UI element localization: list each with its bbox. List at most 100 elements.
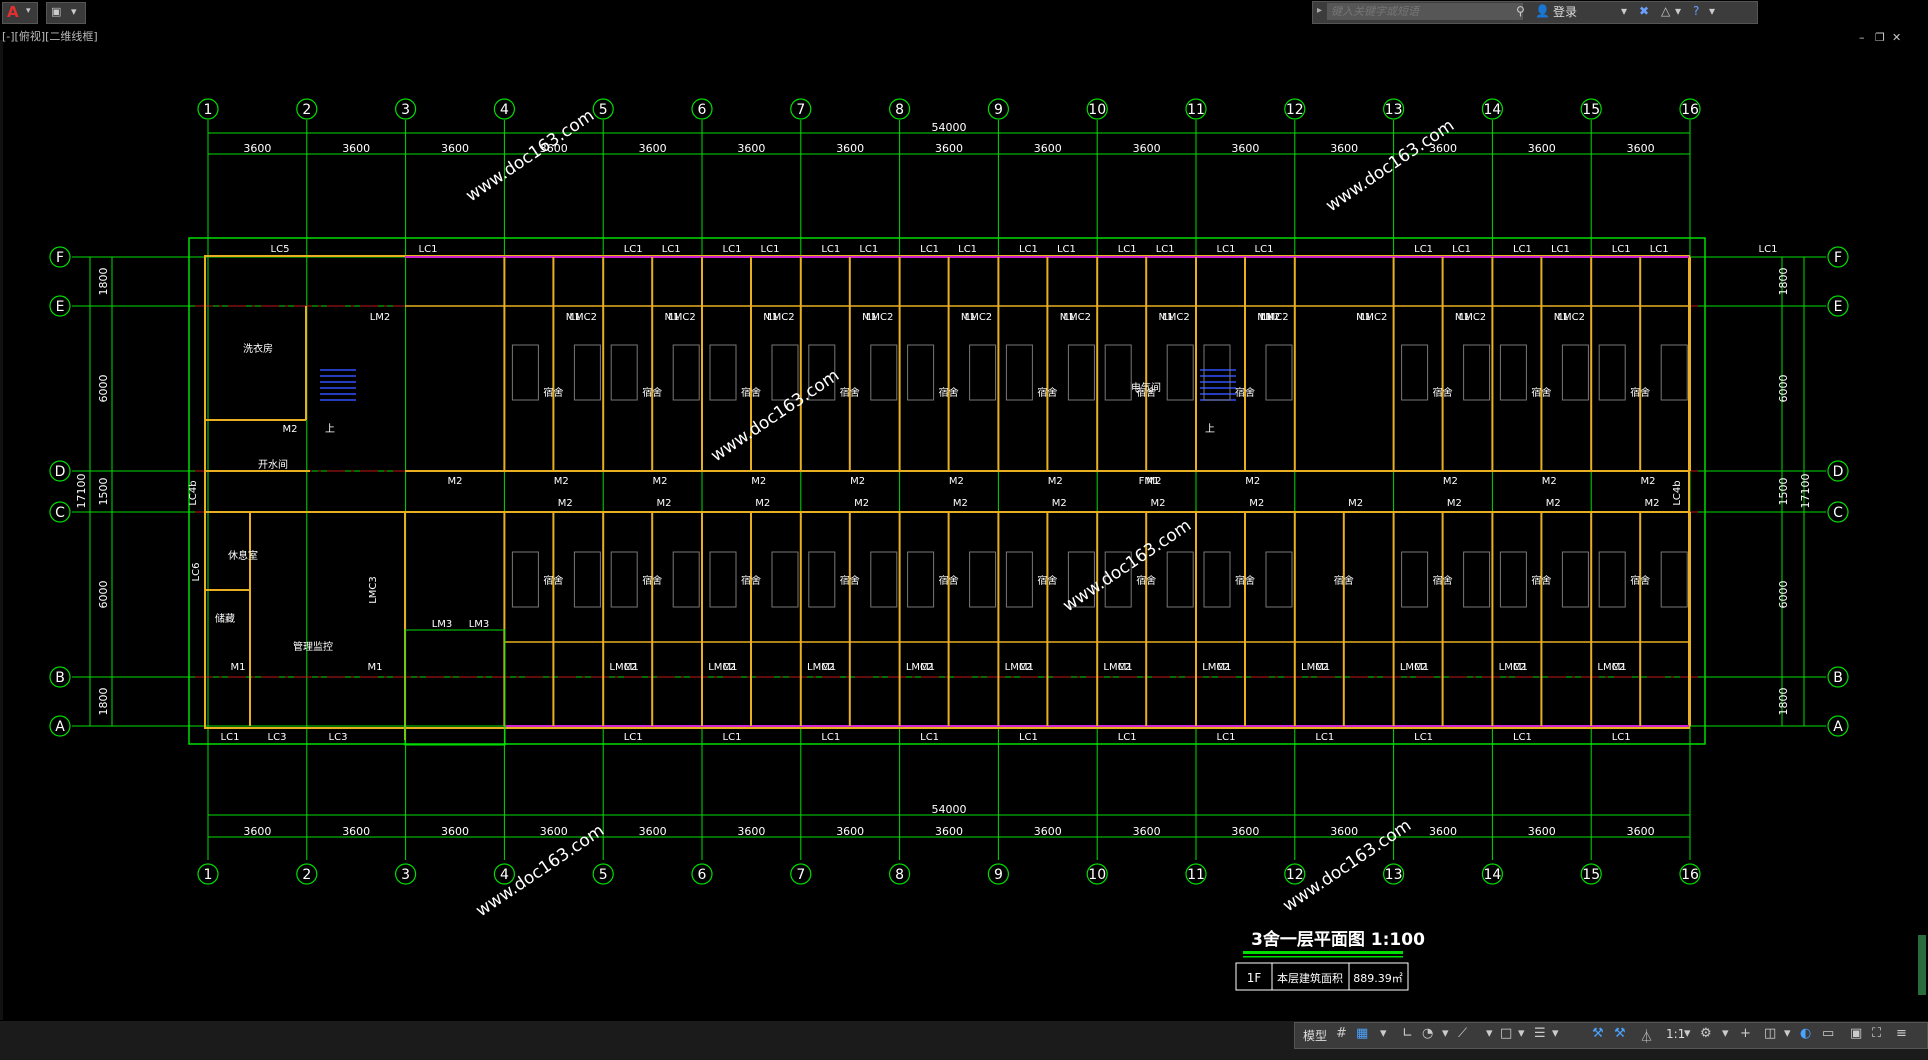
window-tag-lc1: LC1 <box>1612 732 1631 743</box>
autodesk-a360-icon[interactable]: △ <box>1661 4 1671 18</box>
bed <box>1104 344 1132 401</box>
window-tag-lc1: LC1 <box>723 732 742 743</box>
hardware-acceleration-icon[interactable]: ◐ <box>1800 1026 1812 1041</box>
workspace-icon[interactable]: ▣ <box>51 5 62 18</box>
bed <box>709 551 737 608</box>
chevron-down-icon[interactable]: ▾ <box>1709 4 1716 18</box>
door-tag-m2: M2 <box>1151 498 1166 509</box>
window-tag-lmc2: LMC2 <box>807 662 835 673</box>
chevron-down-icon[interactable]: ▾ <box>71 5 77 18</box>
exchange-icon[interactable]: ✖ <box>1639 4 1650 18</box>
binoculars-icon[interactable]: ⚲ <box>1516 4 1525 18</box>
bay-dimension: 3600 <box>243 142 271 155</box>
axis-label-row-A: A <box>55 719 65 735</box>
axis-bubble <box>987 863 1010 885</box>
window-tag-lc1: LC1 <box>920 244 939 255</box>
drawing-canvas[interactable]: 1122334455667788991010111112121313141415… <box>0 24 1928 1020</box>
snap-mode-icon[interactable]: ▦ <box>1356 1026 1369 1041</box>
quick-properties-icon[interactable]: ▣ <box>1850 1026 1863 1041</box>
restore-icon[interactable]: ❐ <box>1875 31 1885 44</box>
bay-dimension: 3600 <box>1133 142 1161 155</box>
bed <box>709 344 737 401</box>
annotation-scale-icon[interactable]: ⏃ <box>1640 1030 1654 1045</box>
axis-bubble <box>1580 863 1602 885</box>
navigation-bar-scroll[interactable] <box>1918 935 1926 995</box>
bay-dimension: 3600 <box>737 142 765 155</box>
room-label-dorm: 宿舍 <box>1433 386 1453 399</box>
axis-label-col-16: 16 <box>1681 102 1699 118</box>
right-dimension: 1800 <box>1777 688 1790 716</box>
isolate-objects-icon[interactable]: ◫ <box>1764 1026 1777 1041</box>
login-button[interactable]: 登录 <box>1553 5 1578 19</box>
minimize-icon[interactable]: – <box>1859 31 1865 44</box>
grid-display-icon[interactable]: # <box>1336 1026 1347 1041</box>
isodraft-icon[interactable]: ⟋ <box>1458 1026 1468 1041</box>
auto-scale-icon[interactable]: ⚒ <box>1614 1026 1626 1041</box>
annotation-scale-value[interactable]: 1:1 <box>1666 1027 1686 1041</box>
axis-label-col-6: 6 <box>698 867 707 883</box>
door-tag-m1: M1 <box>368 662 383 673</box>
room-label-dorm: 宿舍 <box>939 386 959 399</box>
axis-bubble <box>888 863 911 885</box>
bed <box>1660 344 1688 401</box>
room-label-dorm: 宿舍 <box>642 386 662 399</box>
model-space-button[interactable]: 模型 <box>1303 1029 1328 1043</box>
application-menu-button[interactable]: A ▾ <box>2 2 38 24</box>
chevron-down-icon[interactable]: ▾ <box>1784 1026 1791 1041</box>
door-tag-m2: M2 <box>283 424 298 435</box>
room-label-mgmt: 管理监控 <box>293 640 333 653</box>
axis-label-col-2: 2 <box>302 867 311 883</box>
clean-screen-icon[interactable]: ▭ <box>1822 1026 1835 1041</box>
room-label-laundry: 洗衣房 <box>243 342 273 355</box>
door-tag-m1: M1 <box>920 662 935 673</box>
viewport-controls[interactable]: [-][俯视][二维线框] <box>2 30 98 43</box>
fullscreen-icon[interactable]: ⛶ <box>1872 1026 1882 1041</box>
door-tag-m2: M2 <box>1147 476 1162 487</box>
chevron-down-icon[interactable]: ▾ <box>1442 1026 1449 1041</box>
chevron-down-icon[interactable]: ▾ <box>1621 4 1628 18</box>
annotation-visibility-icon[interactable]: ⚒ <box>1592 1026 1604 1041</box>
room-label-dorm: 宿舍 <box>1433 574 1453 587</box>
lineweight-icon[interactable]: ☰ <box>1534 1026 1546 1041</box>
room-label-dorm: 宿舍 <box>1235 574 1255 587</box>
bay-dimension: 3600 <box>243 825 271 838</box>
window-tag-lmc3: LMC3 <box>368 576 379 604</box>
bed <box>1499 344 1527 401</box>
bay-dimension: 3600 <box>1034 825 1062 838</box>
axis-bubble <box>296 98 318 120</box>
chevron-down-icon[interactable]: ▾ <box>1684 1026 1691 1041</box>
quick-access-toolbar[interactable]: ▣ ▾ <box>46 2 86 24</box>
door-tag-m1: M1 <box>1315 662 1330 673</box>
door-tag-m1: M1 <box>1257 312 1272 323</box>
window-tag-lc1: LC1 <box>221 732 240 743</box>
add-icon[interactable]: + <box>1740 1026 1751 1041</box>
object-snap-icon[interactable]: □ <box>1500 1026 1513 1041</box>
bed <box>1265 551 1293 608</box>
close-icon[interactable]: ✕ <box>1892 31 1902 44</box>
user-icon[interactable]: 👤 <box>1535 4 1550 18</box>
polar-tracking-icon[interactable]: ◔ <box>1422 1026 1434 1041</box>
chevron-down-icon[interactable]: ▾ <box>1486 1026 1493 1041</box>
axis-label-row-B: B <box>55 670 65 686</box>
axis-bubble <box>493 98 515 120</box>
ortho-mode-icon[interactable]: ∟ <box>1402 1026 1413 1041</box>
axis-bubble <box>49 715 71 737</box>
window-tag-lm3: LM3 <box>469 619 490 630</box>
search-input[interactable] <box>1327 3 1523 20</box>
chevron-down-icon[interactable]: ▾ <box>1380 1026 1387 1041</box>
axis-bubble <box>790 863 812 885</box>
chevron-down-icon[interactable]: ▾ <box>1518 1026 1525 1041</box>
door-tag-m2: M2 <box>751 476 766 487</box>
chevron-down-icon[interactable]: ▾ <box>1722 1026 1729 1041</box>
help-icon[interactable]: ? <box>1693 4 1700 18</box>
chevron-down-icon[interactable]: ▾ <box>1675 4 1682 18</box>
chevron-down-icon[interactable]: ▾ <box>1552 1026 1559 1041</box>
window-tag-lmc2: LMC2 <box>668 312 696 323</box>
workspace-switch-icon[interactable]: ⚙ <box>1700 1026 1712 1041</box>
door-tag-m2: M2 <box>1443 476 1458 487</box>
customization-menu-icon[interactable]: ≡ <box>1896 1026 1907 1041</box>
door-tag-m1: M1 <box>231 662 246 673</box>
axis-label-col-7: 7 <box>796 867 805 883</box>
expand-arrow-icon[interactable]: ▸ <box>1317 5 1323 16</box>
autocad-logo-icon: A <box>7 3 19 21</box>
